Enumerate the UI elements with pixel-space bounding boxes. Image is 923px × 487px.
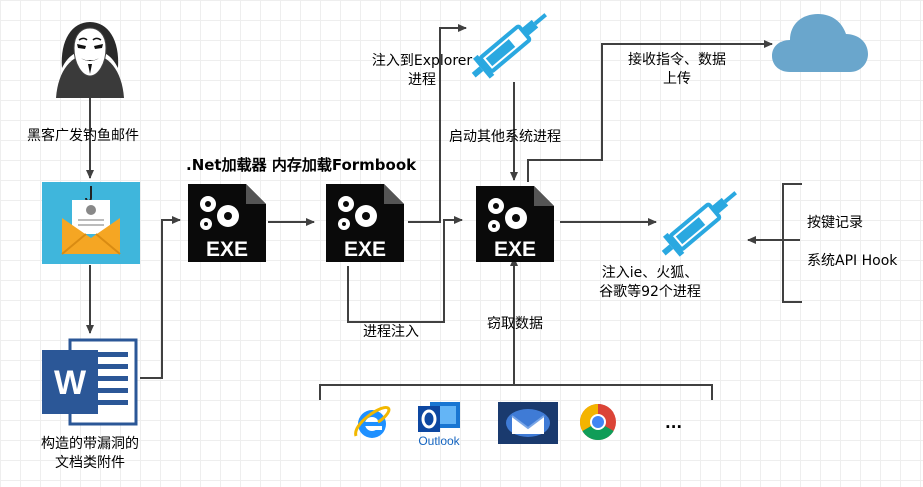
label-process-inject: 进程注入 [363, 324, 419, 340]
hook-bracket [782, 183, 802, 303]
label-api-hook: 系统API Hook [807, 253, 898, 269]
chrome-icon [578, 402, 618, 442]
arrow-process-inject [347, 216, 463, 323]
exe-formbook-icon: EXE [322, 182, 406, 264]
label-inject-browsers-line1: 注入ie、火狐、 [601, 265, 699, 281]
arrow-doc-to-exe1 [140, 216, 181, 379]
label-phishing: 黑客广发钓鱼邮件 [27, 128, 139, 144]
label-inject-browsers-line2: 谷歌等92个进程 [599, 284, 701, 300]
exe-loader-icon: EXE [184, 182, 268, 264]
exe-label-2: EXE [344, 238, 386, 261]
label-keylog: 按键记录 [807, 215, 863, 231]
label-inject-explorer-line2: 进程 [408, 72, 436, 88]
outlook-label: Outlook [418, 434, 460, 448]
syringe-explorer-icon [468, 4, 556, 82]
label-receive-line1: 接收指令、数据 [628, 52, 726, 68]
label-doc-line1: 构造的带漏洞的 [41, 436, 139, 452]
syringe-browsers-icon [658, 182, 746, 260]
label-start-other: 启动其他系统进程 [449, 129, 561, 145]
arrow-exe3-to-cloud [527, 40, 773, 182]
label-receive-line2: 上传 [663, 71, 691, 87]
word-doc-icon: W [40, 338, 140, 426]
outlook-icon: Outlook [414, 398, 464, 454]
exe-label-3: EXE [494, 238, 536, 261]
hacker-icon [46, 18, 134, 98]
label-inject-explorer-line1: 注入到Explorer [371, 53, 473, 69]
arrow-exe2-to-explorer [408, 24, 467, 223]
label-doc-line2: 文档类附件 [55, 455, 125, 471]
apps-bracket [319, 384, 713, 400]
label-loader: .Net加载器 内存加载Formbook [186, 156, 417, 174]
thunderbird-icon [498, 402, 558, 444]
phishing-mail-icon [42, 182, 140, 264]
label-steal: 窃取数据 [487, 316, 543, 332]
exe-injected-icon: EXE [472, 184, 556, 264]
label-ellipsis: ... [665, 414, 683, 432]
svg-text:W: W [54, 364, 87, 402]
cloud-icon [772, 10, 868, 74]
ie-icon [352, 402, 392, 442]
exe-label-1: EXE [206, 238, 248, 261]
